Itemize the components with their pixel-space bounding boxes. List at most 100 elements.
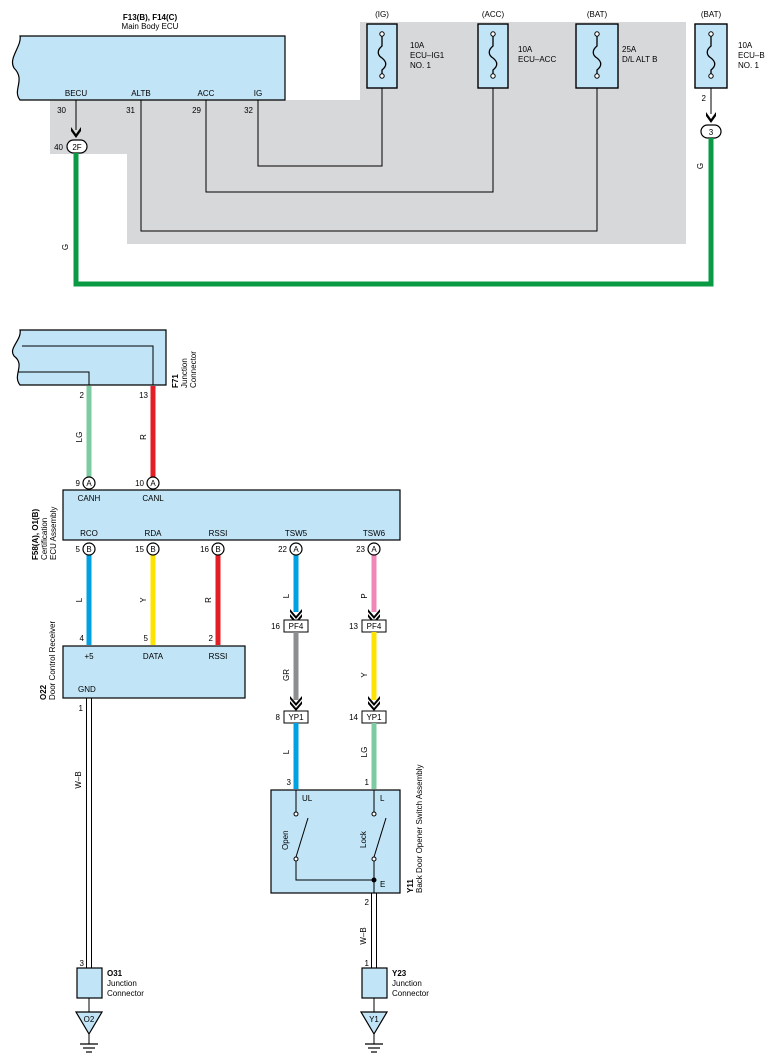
- term-l: L: [380, 794, 385, 803]
- pin-rco-conn: B: [86, 545, 91, 554]
- sw-lock-blade: [373, 817, 387, 858]
- fuse-ig1-source: (IG): [375, 10, 389, 19]
- o31-name1: Junction: [107, 979, 137, 988]
- pin-rda-num: 15: [135, 545, 144, 554]
- door-receiver-name: Door Control Receiver: [48, 621, 57, 700]
- fuse-acc-name1: ECU–ACC: [518, 55, 556, 64]
- receiver-pin-5: 5: [144, 634, 149, 643]
- fuse-ecub-name1: ECU–B: [738, 51, 765, 60]
- pin-tsw6-num: 23: [356, 545, 365, 554]
- pin-tsw6-circle: [367, 542, 381, 556]
- pin-canh-conn: A: [86, 479, 92, 488]
- f71-name2: Connector: [189, 351, 198, 388]
- ecub-pin: 2: [702, 94, 707, 103]
- ground-o2-triangle: [74, 1011, 104, 1036]
- o31-id: O31: [107, 969, 123, 978]
- wire-altb: [140, 88, 598, 232]
- wire-lg-l-label: LG: [360, 747, 369, 758]
- yp1-left-pin: 8: [276, 713, 281, 722]
- yp1-left-label: YP1: [288, 713, 304, 722]
- pin-rco-circle: [82, 542, 96, 556]
- y23-name1: Junction: [392, 979, 422, 988]
- f71-internal-2: [18, 371, 90, 385]
- pin-rda-conn: B: [150, 545, 155, 554]
- door-receiver-id: O22: [39, 684, 48, 700]
- pin-29: 29: [192, 106, 201, 115]
- pin-canl-conn: A: [150, 479, 156, 488]
- back-door-pin-3: 3: [287, 778, 292, 787]
- sw-open-contact-top: [293, 811, 299, 817]
- receiver-term-gnd: GND: [78, 685, 96, 694]
- term-altb: ALTB: [131, 89, 150, 98]
- back-door-pin-2: 2: [365, 898, 370, 907]
- wire-wb-left-label: W–B: [74, 771, 83, 788]
- pin-rssi-conn: B: [215, 545, 220, 554]
- door-control-receiver-box: [62, 645, 246, 699]
- pin-tsw5-num: 22: [278, 545, 287, 554]
- wire-r-rssi-label: R: [204, 597, 213, 603]
- f71-pin-2: 2: [80, 391, 85, 400]
- receiver-term-rssi: RSSI: [209, 652, 228, 661]
- term-rssi: RSSI: [209, 529, 228, 538]
- fuse-acc-rating: 10A: [518, 45, 533, 54]
- pin-rssi-num: 16: [200, 545, 209, 554]
- pf4-left-pin: 16: [271, 622, 280, 631]
- pin-canh-circle: [82, 476, 96, 490]
- cert-ecu-name1: Certification: [40, 518, 49, 560]
- term-becu: BECU: [65, 89, 87, 98]
- pin-rda-circle: [146, 542, 160, 556]
- term-acc: ACC: [198, 89, 215, 98]
- main-body-ecu-box: [12, 35, 286, 101]
- connector-2f-pin: 40: [54, 143, 63, 152]
- wire-p-tsw6-label: P: [360, 593, 369, 598]
- wire-g-right-label: G: [696, 163, 705, 169]
- receiver-term-data: DATA: [143, 652, 164, 661]
- chevron-down-icon: [71, 127, 81, 138]
- y23-id: Y23: [392, 969, 407, 978]
- fuse-dl-alt-b: [575, 23, 619, 89]
- fuse-dl-source: (BAT): [587, 10, 608, 19]
- certification-ecu-box: [62, 489, 401, 541]
- o31-pin: 3: [80, 959, 85, 968]
- fuse-ecu-acc: [477, 23, 509, 89]
- receiver-pin-2: 2: [209, 634, 214, 643]
- chevron-down-icon: [706, 112, 716, 123]
- wire-gr-label: GR: [282, 669, 291, 681]
- pin-tsw5-conn: A: [293, 545, 299, 554]
- fuse-ecu-b: [694, 23, 728, 89]
- connector-3-label: 3: [709, 128, 714, 137]
- back-door-pin-1: 1: [365, 778, 370, 787]
- sw-open-to-e: [295, 861, 374, 881]
- term-rda: RDA: [145, 529, 163, 538]
- term-canh: CANH: [78, 494, 101, 503]
- f71-name1: Junction: [180, 358, 189, 388]
- receiver-term-plus5: +5: [84, 652, 94, 661]
- o31-name2: Connector: [107, 989, 144, 998]
- ground-y1-triangle: [359, 1011, 389, 1036]
- connector-2f-label: 2F: [72, 143, 81, 152]
- y23-pin: 1: [365, 959, 370, 968]
- wire-l-rco-label: L: [75, 597, 84, 602]
- wire-y-label: Y: [360, 672, 369, 678]
- cert-ecu-id: F58(A), O1(B): [31, 509, 40, 560]
- y23-name2: Connector: [392, 989, 429, 998]
- main-body-ecu-id: F13(B), F14(C): [123, 13, 178, 22]
- term-canl: CANL: [142, 494, 164, 503]
- wire-lg-label: LG: [75, 432, 84, 443]
- yp1-right-label: YP1: [366, 713, 382, 722]
- fuse-ecub-rating: 10A: [738, 41, 753, 50]
- back-door-name: Back Door Opener Switch Assembly: [415, 765, 424, 894]
- wire-g-left-label: G: [61, 244, 70, 250]
- junction-f71-box: [12, 329, 167, 386]
- term-tsw5: TSW5: [285, 529, 308, 538]
- wire-y-rda-label: Y: [139, 597, 148, 603]
- wire-wb-right-label: W–B: [359, 927, 368, 944]
- wire-l-tsw5-label: L: [282, 593, 291, 598]
- pin-tsw5-circle: [289, 542, 303, 556]
- sw-open-contact-bottom: [293, 856, 299, 862]
- term-tsw6: TSW6: [363, 529, 386, 538]
- f71-pin-13: 13: [139, 391, 148, 400]
- pin-tsw6-conn: A: [371, 545, 377, 554]
- pin-31: 31: [126, 106, 135, 115]
